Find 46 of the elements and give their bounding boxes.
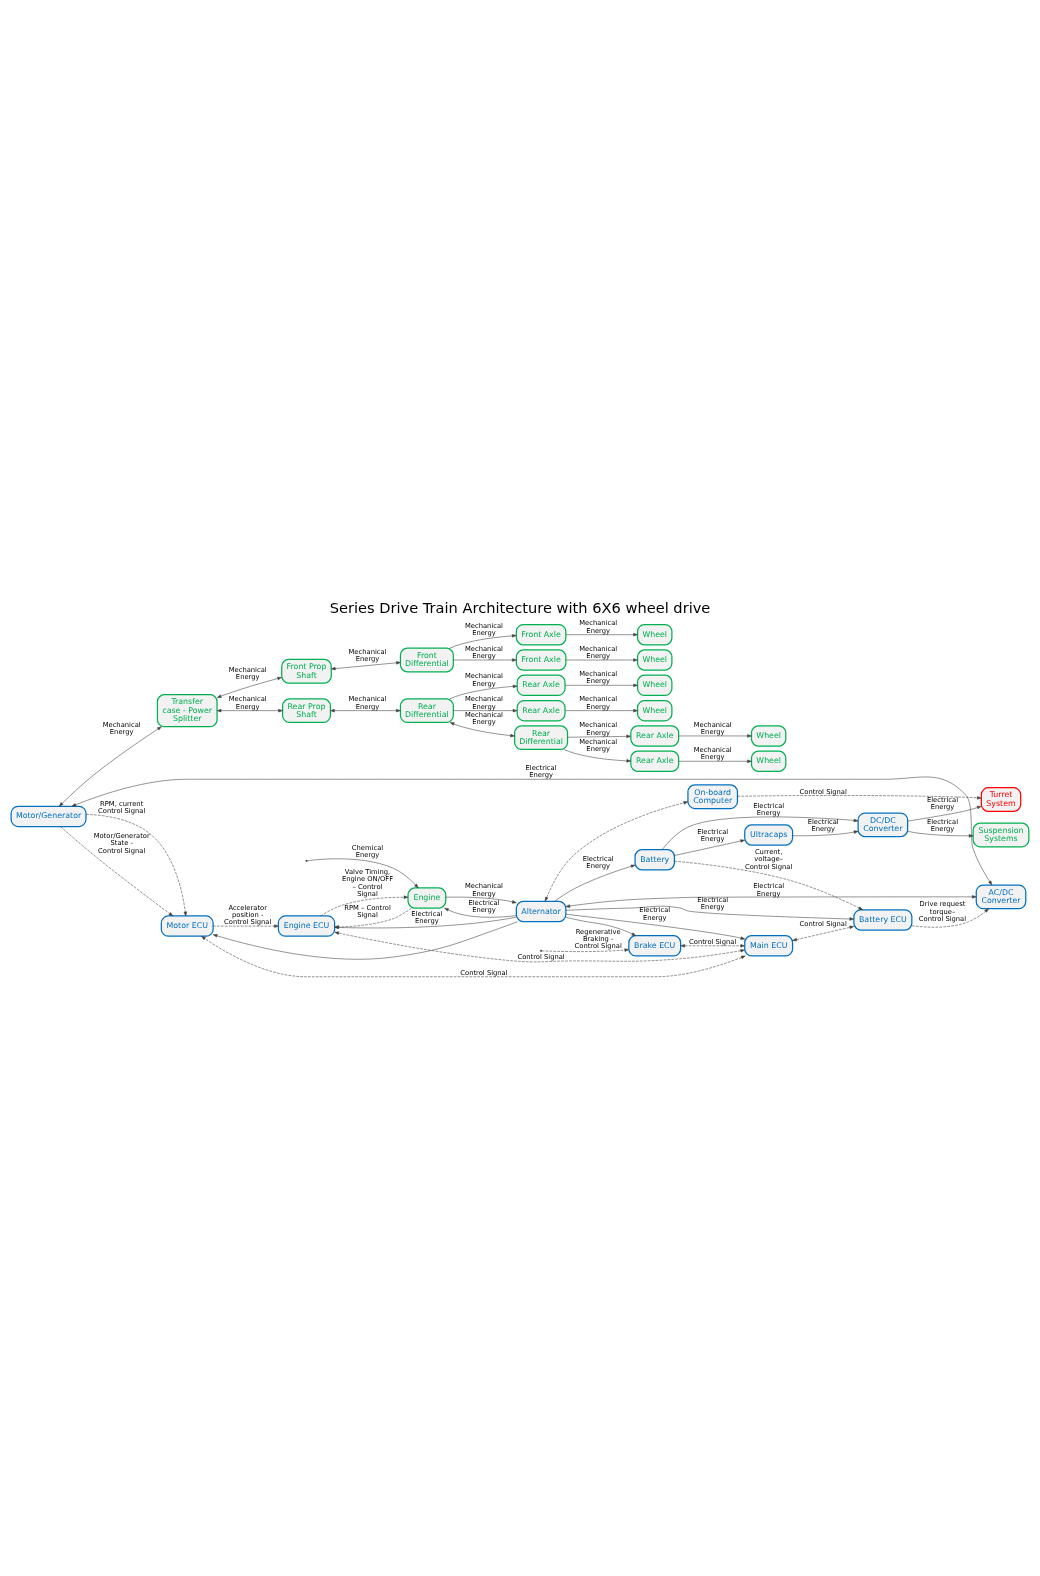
arrow bbox=[674, 860, 863, 910]
arrow bbox=[449, 684, 518, 700]
arrow bbox=[449, 722, 515, 738]
arrow bbox=[212, 924, 279, 928]
arrow bbox=[565, 658, 638, 662]
arrow bbox=[320, 895, 409, 917]
arrow bbox=[334, 931, 745, 963]
arrow bbox=[330, 709, 401, 713]
arrow bbox=[554, 864, 636, 902]
arrow bbox=[907, 805, 982, 822]
arrow bbox=[71, 776, 993, 886]
arrow bbox=[737, 795, 982, 800]
diagram-title: Series Drive Train Architecture with 6X6 wheel drive bbox=[329, 599, 711, 617]
arrow bbox=[662, 816, 859, 850]
arrow bbox=[444, 907, 517, 918]
arrow bbox=[907, 831, 974, 838]
arrow bbox=[453, 658, 517, 662]
arrow bbox=[541, 948, 629, 952]
arrow bbox=[564, 683, 638, 687]
arrow bbox=[445, 896, 517, 904]
arrow bbox=[792, 830, 859, 837]
arrow bbox=[678, 734, 752, 738]
arrow bbox=[565, 633, 638, 637]
arrow bbox=[680, 944, 745, 948]
arrow bbox=[565, 913, 745, 940]
arrow bbox=[60, 826, 174, 917]
arrow bbox=[567, 734, 631, 739]
arrow bbox=[564, 709, 638, 713]
arrow bbox=[449, 634, 517, 649]
arrow bbox=[678, 759, 752, 763]
arrow bbox=[674, 839, 745, 856]
arrow bbox=[85, 814, 187, 917]
arrow bbox=[453, 709, 518, 713]
arrow bbox=[544, 801, 689, 902]
arrow bbox=[565, 917, 637, 936]
arrow bbox=[565, 895, 977, 908]
arrow bbox=[306, 858, 419, 889]
arrow bbox=[59, 726, 162, 807]
arrow bbox=[792, 925, 854, 942]
arrow bbox=[216, 676, 282, 698]
arrow bbox=[216, 709, 283, 713]
arrow bbox=[212, 921, 518, 960]
arrow bbox=[331, 661, 401, 671]
arrow bbox=[563, 749, 631, 763]
arrow bbox=[911, 908, 989, 928]
arrow bbox=[565, 905, 854, 921]
